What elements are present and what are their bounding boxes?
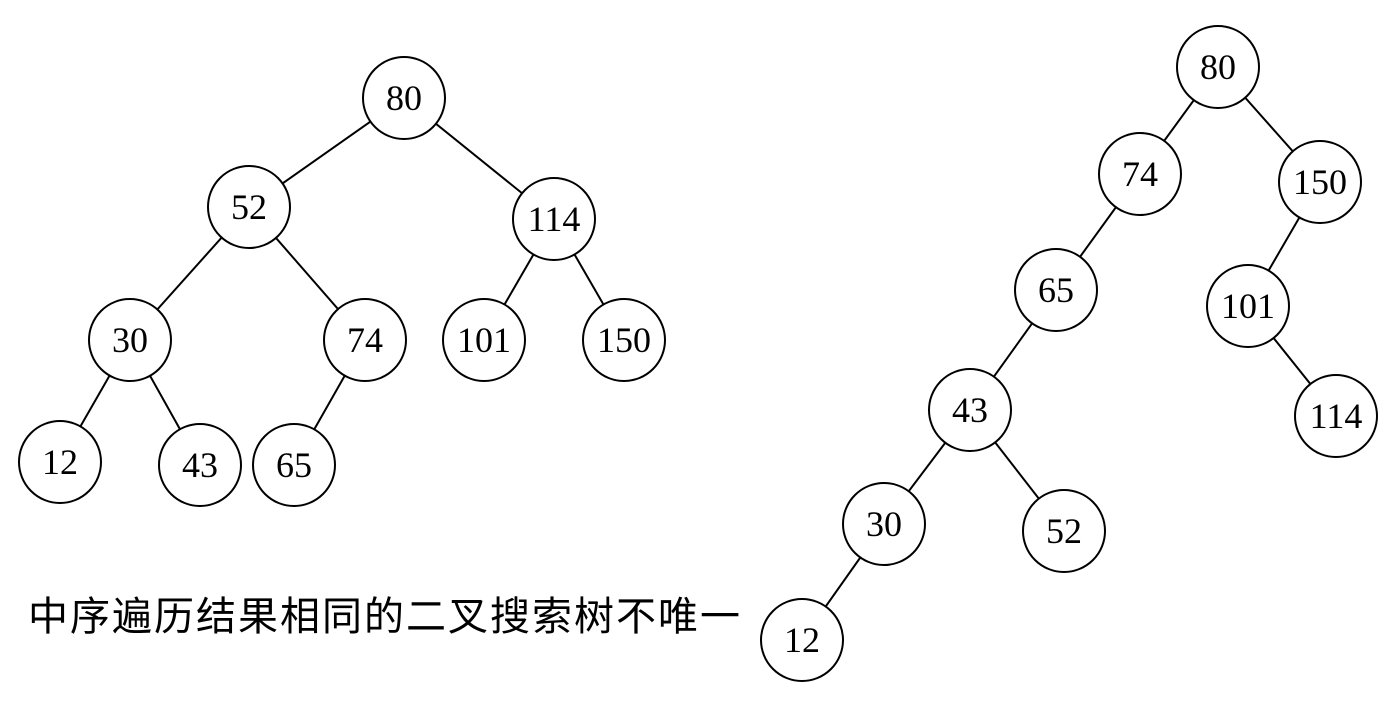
tree-right-node-74: 74 [1098, 132, 1182, 216]
node-label: 12 [42, 442, 78, 482]
node-circle [362, 56, 446, 140]
node-label: 114 [1310, 396, 1363, 436]
node-circle [323, 298, 407, 382]
node-label: 101 [457, 320, 511, 360]
node-circle [582, 298, 666, 382]
tree-right-node-150: 150 [1278, 140, 1362, 224]
tree-right-node-12: 12 [760, 598, 844, 682]
node-circle [512, 177, 596, 261]
node-circle [158, 423, 242, 507]
node-label: 30 [112, 320, 148, 360]
node-circle [207, 165, 291, 249]
tree-right-node-101: 101 [1206, 264, 1290, 348]
tree-left-node-114: 114 [512, 177, 596, 261]
node-label: 74 [1122, 154, 1158, 194]
tree-left-node-65: 65 [252, 423, 336, 507]
tree-left-node-101: 101 [442, 298, 526, 382]
tree-left-node-30: 30 [88, 298, 172, 382]
node-label: 30 [866, 504, 902, 544]
tree-left-node-43: 43 [158, 423, 242, 507]
node-label: 114 [528, 199, 581, 239]
node-label: 65 [276, 445, 312, 485]
node-circle [1278, 140, 1362, 224]
node-label: 52 [231, 187, 267, 227]
tree-right-node-52: 52 [1022, 489, 1106, 573]
node-circle [760, 598, 844, 682]
node-circle [18, 420, 102, 504]
node-label: 43 [952, 390, 988, 430]
node-circle [1098, 132, 1182, 216]
node-circle [442, 298, 526, 382]
node-circle [1294, 374, 1378, 458]
node-label: 12 [784, 620, 820, 660]
tree-left-node-12: 12 [18, 420, 102, 504]
tree-right-node-43: 43 [928, 368, 1012, 452]
node-circle [1206, 264, 1290, 348]
node-circle [1176, 25, 1260, 109]
nodes-layer: 80 52 114 30 74 101 150 12 43 65 80 74 150 65 101 43 114… [18, 25, 1378, 682]
node-label: 74 [347, 320, 383, 360]
node-label: 80 [386, 78, 422, 118]
node-label: 101 [1221, 286, 1275, 326]
tree-left-node-52: 52 [207, 165, 291, 249]
tree-right-node-114: 114 [1294, 374, 1378, 458]
caption-text: 中序遍历结果相同的二叉搜索树不唯一 [28, 594, 742, 640]
node-label: 65 [1038, 270, 1074, 310]
node-label: 43 [182, 445, 218, 485]
node-circle [842, 482, 926, 566]
tree-left-node-150: 150 [582, 298, 666, 382]
node-label: 150 [597, 320, 651, 360]
tree-left-node-80: 80 [362, 56, 446, 140]
node-circle [1014, 248, 1098, 332]
node-label: 52 [1046, 511, 1082, 551]
tree-right-node-30: 30 [842, 482, 926, 566]
tree-right-node-80: 80 [1176, 25, 1260, 109]
node-label: 150 [1293, 162, 1347, 202]
node-circle [928, 368, 1012, 452]
node-circle [1022, 489, 1106, 573]
node-circle [88, 298, 172, 382]
tree-right-node-65: 65 [1014, 248, 1098, 332]
node-circle [252, 423, 336, 507]
node-label: 80 [1200, 47, 1236, 87]
tree-left-node-74: 74 [323, 298, 407, 382]
